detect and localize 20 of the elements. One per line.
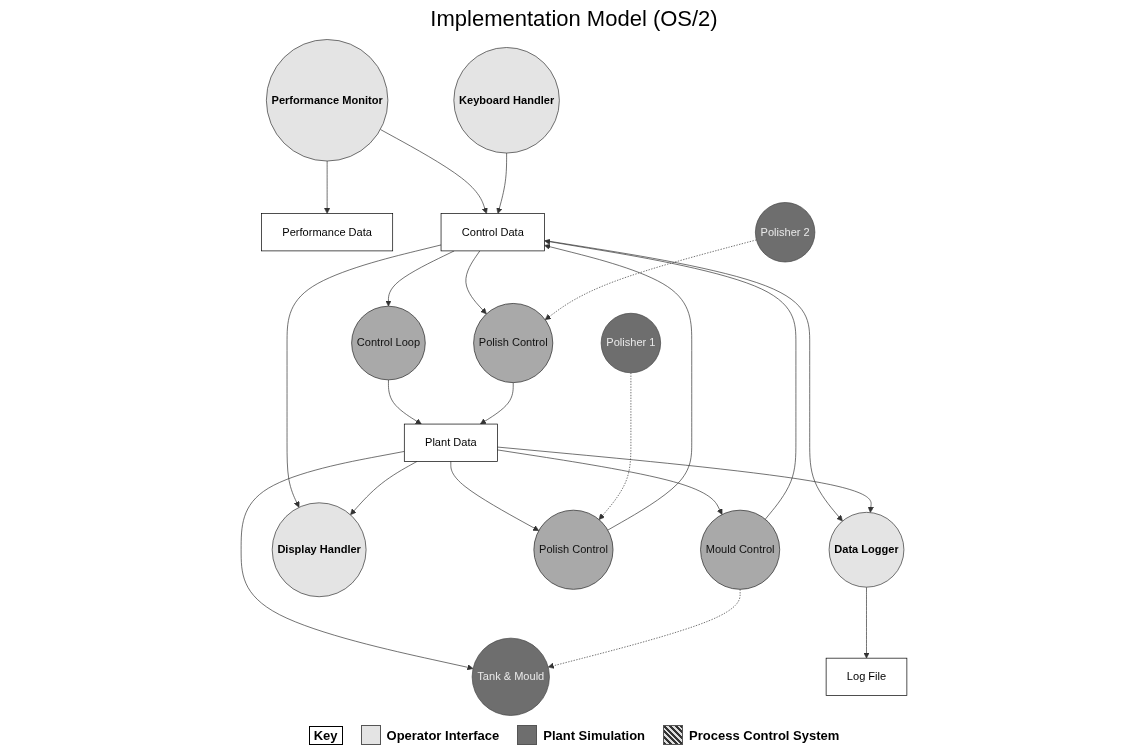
legend-heading: Key (308, 725, 343, 745)
node-circle: Performance Monitor (266, 39, 389, 162)
legend-label: Process Control System (689, 727, 840, 743)
node-box: Log File (825, 657, 908, 696)
node-circle: Control Loop (351, 305, 426, 381)
node-box: Control Data (440, 213, 545, 252)
legend-label: Plant Simulation (543, 727, 646, 743)
node-circle: Data Logger (828, 512, 905, 588)
node-circle: Display Handler (271, 502, 367, 598)
node-circle: Polish Control (533, 509, 614, 590)
node-circle: Mould Control (700, 509, 781, 590)
diagram-title: Implementation Model (OS/2) (430, 6, 718, 32)
legend-label: Operator Interface (386, 727, 500, 743)
node-box: Plant Data (403, 423, 498, 462)
node-circle: Polisher 1 (600, 312, 661, 374)
node-circle: Polish Control (473, 303, 554, 383)
node-circle: Keyboard Handler (453, 47, 560, 154)
node-circle: Tank & Mould (471, 637, 550, 716)
node-box: Performance Data (261, 213, 394, 252)
node-circle: Polisher 2 (755, 202, 816, 263)
